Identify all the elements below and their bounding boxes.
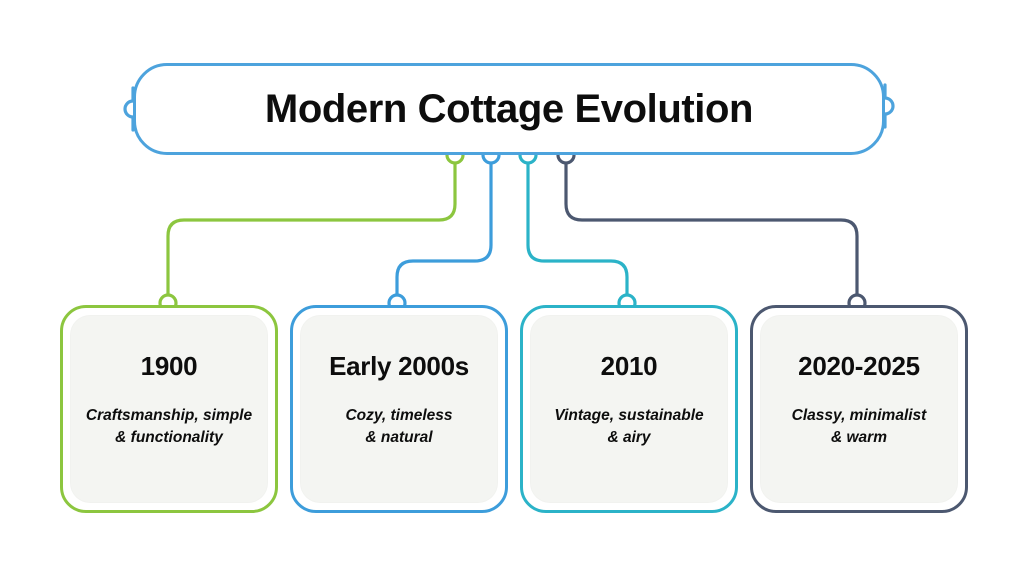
card-title: Early 2000s (329, 351, 469, 381)
card-title: 2010 (600, 351, 658, 381)
connector-line-1900 (166, 153, 457, 305)
card-description: Craftsmanship, simple & functionality (85, 407, 253, 447)
card-title: 1900 (140, 351, 198, 381)
page-title: Modern Cottage Evolution (264, 87, 754, 131)
card-title: 2020-2025 (798, 351, 920, 381)
card-description: Cozy, timeless & natural (345, 407, 453, 447)
diagram-title-box: Modern Cottage Evolution (133, 63, 885, 155)
card-inner-panel: 2010 Vintage, sustainable & airy (530, 315, 728, 503)
connector-line-2020-2025 (564, 153, 859, 305)
card-description: Classy, minimalist & warm (791, 407, 927, 447)
card-description: Vintage, sustainable & airy (554, 407, 704, 447)
card-inner-panel: 2020-2025 Classy, minimalist & warm (760, 315, 958, 503)
connector-line-early-2000s (395, 153, 493, 305)
card-inner-panel: 1900 Craftsmanship, simple & functionali… (70, 315, 268, 503)
timeline-card-2010[interactable]: 2010 Vintage, sustainable & airy (520, 305, 738, 513)
card-inner-panel: Early 2000s Cozy, timeless & natural (300, 315, 498, 503)
connector-line-2010 (526, 153, 629, 305)
timeline-card-early-2000s[interactable]: Early 2000s Cozy, timeless & natural (290, 305, 508, 513)
timeline-card-2020-2025[interactable]: 2020-2025 Classy, minimalist & warm (750, 305, 968, 513)
timeline-card-1900[interactable]: 1900 Craftsmanship, simple & functionali… (60, 305, 278, 513)
